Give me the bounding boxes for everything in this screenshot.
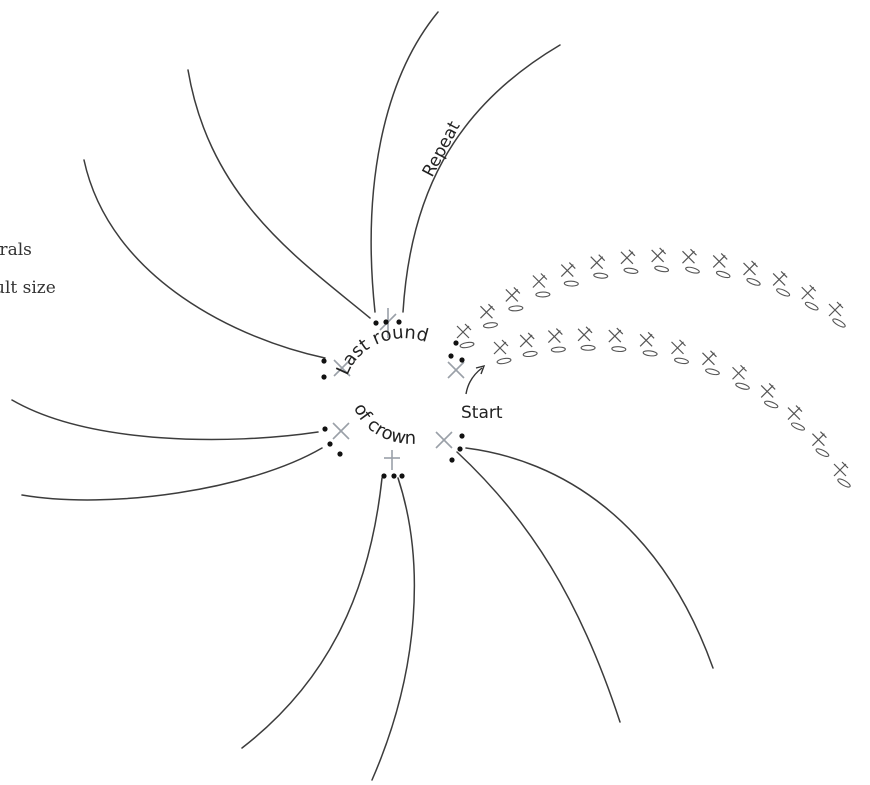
spoke [241, 477, 383, 749]
crochet-stitch-icon [772, 271, 791, 297]
crochet-stitch-icon [702, 350, 720, 376]
dot [337, 451, 343, 457]
cross-mark-icon [447, 361, 465, 379]
dot [321, 358, 327, 364]
crochet-stitch-icon [811, 431, 830, 458]
side-note-line-2: ult size [0, 278, 56, 298]
crochet-stitch-icon [547, 328, 566, 353]
dot [391, 473, 397, 479]
label-repeat: Repeat [419, 118, 465, 181]
spoke [11, 399, 319, 441]
label-start: Start [461, 403, 503, 423]
cross-mark-icon [435, 431, 453, 449]
spoke [371, 477, 416, 781]
side-note-line-1: irals [0, 240, 32, 260]
spoke [402, 44, 561, 313]
dot [457, 446, 463, 452]
crochet-stitch-icon [519, 332, 538, 358]
stitch-dots [321, 319, 465, 479]
crochet-stitch-icon [560, 262, 579, 287]
stitch-row-outer [456, 247, 846, 349]
dot [381, 473, 387, 479]
crochet-stitch-icon [577, 326, 596, 351]
crochet-stitch-icon [760, 383, 779, 409]
spoke [456, 451, 621, 723]
crochet-stitch-icon [743, 260, 761, 286]
cross-mark-icon [384, 450, 400, 470]
spoke [465, 447, 714, 669]
dot [322, 426, 328, 432]
start-arrow-icon [465, 367, 483, 395]
crochet-stitch-icon [608, 327, 627, 353]
crochet-stitch-icon [682, 248, 700, 274]
dot [453, 340, 459, 346]
cross-mark-icon [333, 359, 351, 377]
crochet-stitch-icon [493, 339, 512, 365]
crochet-stitch-icon [456, 323, 475, 349]
stitch-row-inner [493, 326, 851, 488]
crochet-stitch-icon [712, 253, 731, 279]
crochet-stitch-icon [480, 303, 498, 329]
crochet-stitch-icon [532, 273, 551, 298]
dot [327, 441, 333, 447]
dot [383, 319, 389, 325]
crochet-stitch-icon [590, 254, 609, 279]
spoke [187, 69, 371, 319]
dot [396, 319, 402, 325]
crochet-stitch-icon [620, 249, 639, 274]
center-stitch-marks [332, 308, 465, 470]
crochet-stitch-icon [505, 286, 524, 312]
start-arrow-head-icon [475, 364, 486, 375]
dot [459, 433, 465, 439]
crochet-stitch-icon [671, 339, 689, 365]
label-of-crown: of crown [349, 400, 416, 449]
dot [399, 473, 405, 479]
spiral-spokes [11, 11, 714, 781]
crochet-stitch-icon [828, 301, 846, 328]
label-last-round: Last round [332, 322, 430, 378]
dot [321, 374, 327, 380]
crochet-stitch-icon [833, 461, 851, 488]
crochet-stitch-icon [732, 364, 750, 390]
spoke [21, 447, 323, 501]
label-of-crown-text: of crown [349, 400, 416, 449]
dot [449, 457, 455, 463]
crochet-stitch-icon [651, 247, 670, 273]
spoke [370, 11, 439, 313]
crochet-stitch-icon [787, 405, 806, 431]
cross-mark-icon [332, 422, 350, 440]
label-last-round-text: Last round [332, 322, 430, 378]
dot [373, 320, 379, 326]
dot [448, 353, 454, 359]
spoke [83, 159, 326, 359]
crochet-stitch-icon [801, 284, 819, 311]
dot [459, 357, 465, 363]
crochet-stitch-icon [639, 331, 658, 357]
